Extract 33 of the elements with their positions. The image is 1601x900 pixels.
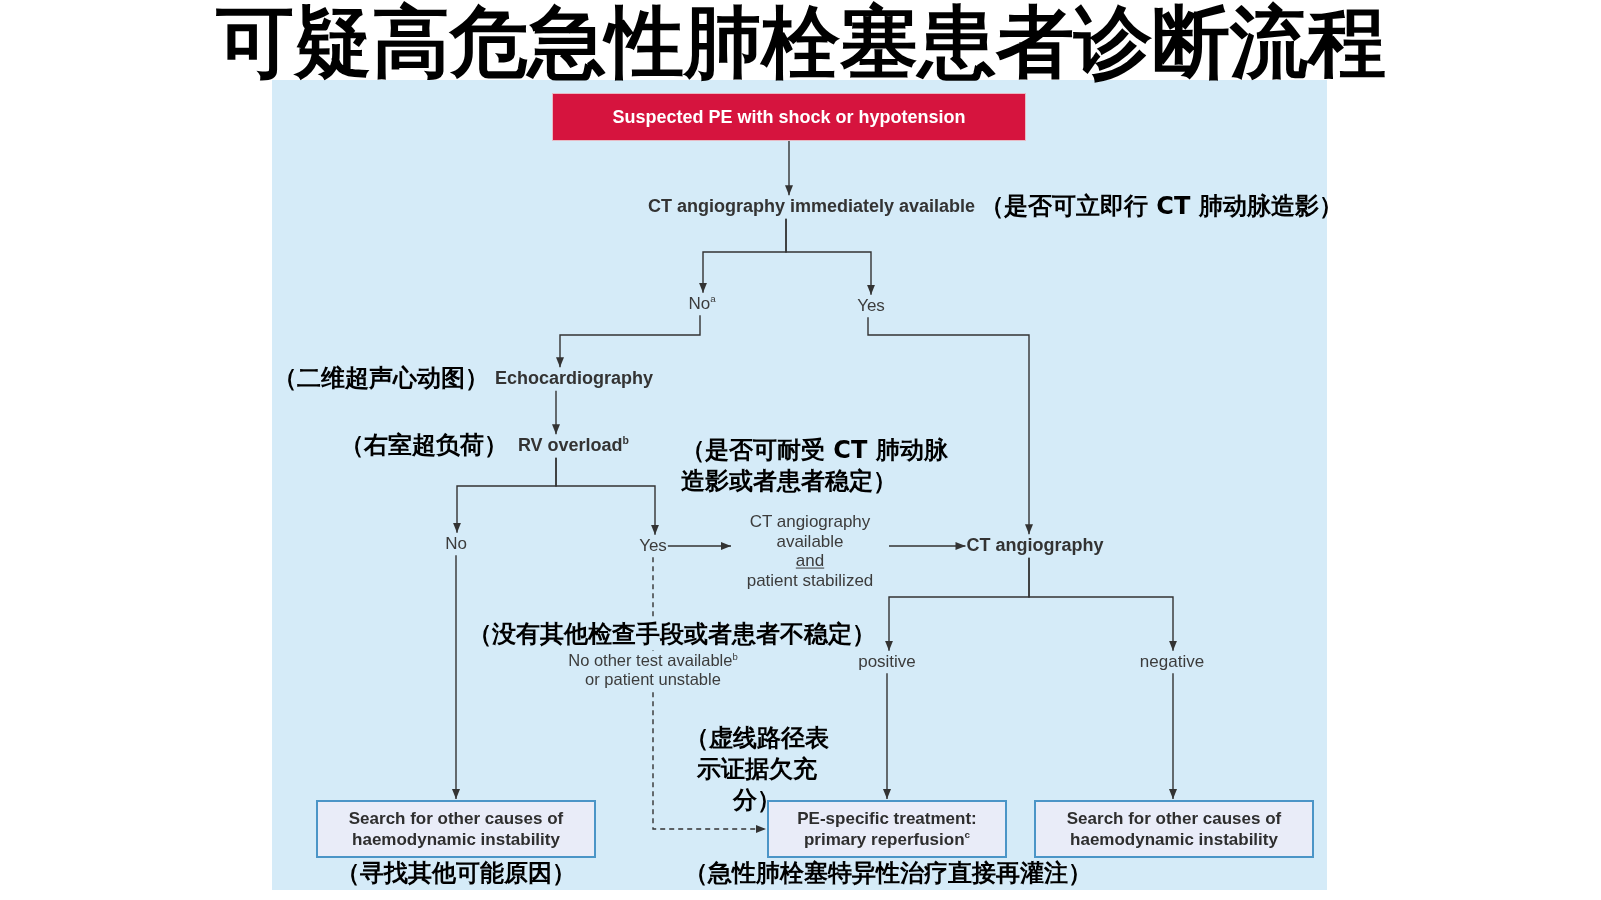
step-label: CT angiography [966,535,1104,557]
branch-label: negative [1139,651,1205,673]
branch-label: positive [858,651,916,673]
condition-label: CT angiography available and patient stabilized [732,511,888,591]
branch-label: Yes [857,295,885,317]
page-title: 可疑高危急性肺栓塞患者诊断流程 [215,0,1386,84]
arrow [883,672,891,800]
branch-label: Yes [639,535,667,557]
arrow [785,218,875,296]
translation-note: （是否可耐受 CT 肺动脉造影或者患者稳定） [681,434,949,497]
translation-note: （右室超负荷） [340,430,508,462]
step-label: RV overload$^{b}$ [517,435,629,457]
arrow [785,140,793,196]
translation-note: （二维超声心动图） [273,363,489,395]
step-label: Echocardiography [494,368,653,390]
arrow [555,457,659,536]
arrow [452,554,460,800]
outcome-box: Search for other causes of haemodynamic instability [316,800,596,858]
arrow [867,316,1033,535]
translation-note: （是否可立即行 CT 肺动脉造影） [980,191,1343,223]
arrow [556,314,701,368]
branch-label: No$^{a}$ [688,293,716,315]
arrow [667,542,732,550]
translation-note: （寻找其他可能原因） [336,858,576,890]
outcome-box: Search for other causes of haemodynamic instability [1034,800,1314,858]
arrow [1169,672,1177,800]
translation-note: （急性肺栓塞特异性治疗直接再灌注） [684,858,1092,890]
start-box: Suspected PE with shock or hypotension [553,94,1025,140]
branch-label: No [445,533,467,555]
arrow [552,390,560,435]
step-label: CT angiography immediately available [647,196,975,218]
arrow [888,542,967,550]
arrow [1028,557,1177,652]
